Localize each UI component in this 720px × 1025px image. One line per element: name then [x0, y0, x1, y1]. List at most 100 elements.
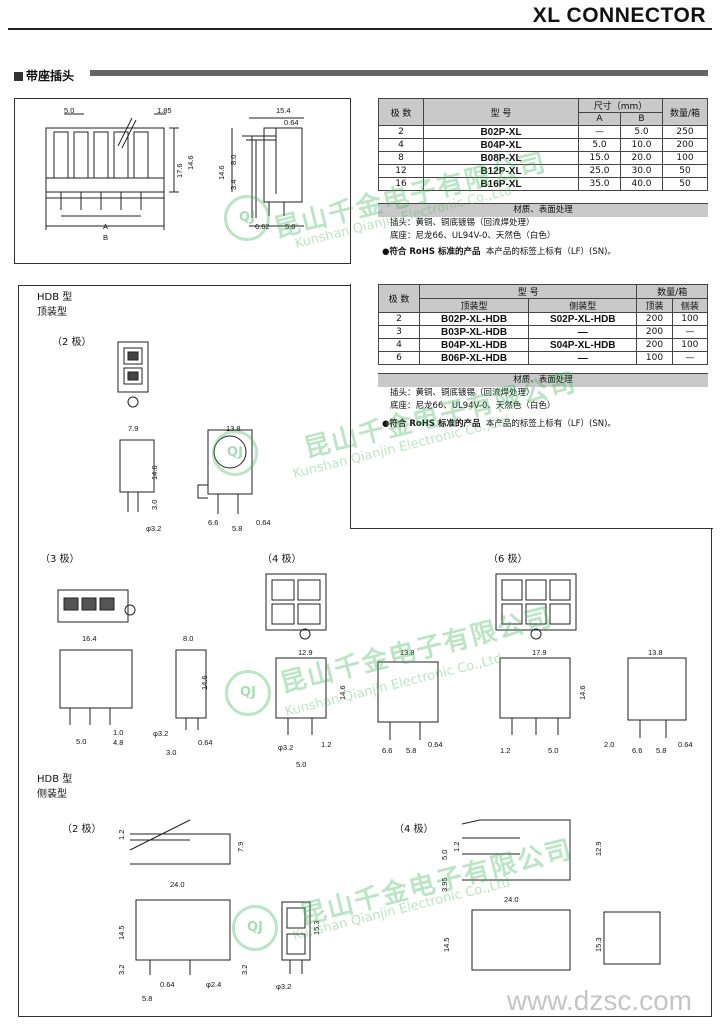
dim-0-64: 0.64 [284, 118, 299, 127]
cell-top: B03P-XL-HDB [418, 325, 530, 339]
cell-qside: — [671, 351, 709, 365]
page-title: XL CONNECTOR [532, 4, 706, 27]
cell-b: 10.0 [619, 138, 664, 152]
dim-5-8-2p: 5.8 [232, 524, 243, 533]
dim-5-8-6p: 5.8 [656, 746, 667, 755]
th-side: 侧装型 [528, 298, 638, 313]
dim-5-0-3p: 5.0 [76, 737, 87, 746]
cell-poles: 4 [378, 338, 420, 352]
dim-14-6-6p: 14.6 [578, 685, 587, 700]
th-qty: 数量/箱 [636, 284, 708, 299]
dim-5-0-4p: 5.0 [296, 760, 307, 769]
cell-a: — [578, 125, 621, 139]
cell-poles: 6 [378, 351, 420, 365]
cell-poles: 2 [378, 125, 424, 139]
dim-1-85: 1.85 [157, 106, 172, 115]
dim-7-9: 7.9 [128, 424, 139, 433]
material-base: 底座：尼龙66、UL94V-0、天然色（白色） [390, 231, 556, 241]
dim-1-0-3p: 1.0 [113, 728, 124, 737]
th-qside: 侧装 [671, 298, 709, 313]
dim-17-6: 17.6 [175, 163, 184, 178]
dim-3-2-s2: 3.2 [117, 964, 126, 975]
rohs-bullet: ●符合 RoHS 标准的产品 [382, 247, 481, 257]
rohs-bullet: ●符合 RoHS 标准的产品 [382, 419, 481, 429]
cell-poles: 2 [378, 312, 420, 326]
cell-qty: 50 [662, 164, 708, 178]
dim-3-0-2p: 3.0 [150, 499, 159, 510]
dim-12-9-s4: 12.9 [594, 841, 603, 856]
rohs-text: 本产品的标签上标有（LF）(SN)。 [485, 247, 616, 257]
th-poles: 极 数 [378, 98, 424, 126]
dim-phi3-2-s2: φ3.2 [276, 982, 292, 991]
cell-model: B04P-XL [423, 138, 579, 152]
cell-qside: — [671, 325, 709, 339]
section-heading: 带座插头 [14, 67, 74, 84]
pole-label-4: （4 极） [262, 554, 302, 565]
dim-24-0-s4: 24.0 [504, 895, 519, 904]
watermark-logo-2: QJ [212, 430, 258, 476]
cell-side: S02P-XL-HDB [528, 312, 638, 326]
rohs-note-1: ●符合 RoHS 标准的产品 本产品的标签上标有（LF）(SN)。 [382, 245, 616, 257]
dim-0-64-6p: 0.64 [678, 740, 693, 749]
hdb-top-heading: HDB 型顶装型 [37, 290, 72, 320]
dim-5-8: 5.8 [285, 222, 296, 231]
dim-14-6-side: 14.6 [217, 165, 226, 180]
cell-top: B04P-XL-HDB [418, 338, 530, 352]
cell-model: B16P-XL [423, 177, 579, 191]
cell-b: 40.0 [619, 177, 664, 191]
dim-6-6-2p: 6.6 [208, 518, 219, 527]
th-model: 型 号 [418, 284, 638, 299]
table-header-row: 极 数 型 号 数量/箱 [378, 284, 708, 313]
cell-a: 5.0 [578, 138, 621, 152]
section-label: 带座插头 [26, 69, 75, 83]
cell-a: 15.0 [578, 151, 621, 165]
table-subheader-row: 顶装型 侧装型 顶装 侧装 [379, 298, 709, 313]
watermark-logo-4: QJ [232, 905, 278, 951]
table-header-row: 极 数 型 号 尺寸（mm） 数量/箱 [378, 98, 708, 126]
th-a: A [578, 112, 621, 126]
dim-phi2-4-s2: φ2.4 [206, 980, 222, 989]
material-base: 底座：尼龙66、UL94V-0、天然色（白色） [390, 401, 556, 411]
cell-side: S04P-XL-HDB [528, 338, 638, 352]
hdb-side-line2: 侧装型 [37, 789, 67, 800]
material-heading: 材质、表面处理 [378, 203, 708, 217]
cell-top: B06P-XL-HDB [418, 351, 530, 365]
cell-model: B02P-XL [423, 125, 579, 139]
dim-1-2-s4: 1.2 [452, 841, 461, 852]
hdb-side-heading: HDB 型侧装型 [37, 772, 72, 802]
th-dims: 尺寸（mm） [578, 98, 663, 113]
cell-b: 5.0 [619, 125, 664, 139]
hdb-top-line1: HDB 型 [37, 292, 73, 303]
cell-qside: 100 [671, 338, 709, 352]
dim-7-9-s2: 7.9 [236, 841, 245, 852]
dim-16-4: 16.4 [82, 634, 97, 643]
cell-side: — [528, 351, 638, 365]
dim-13-8-4p: 13.8 [400, 648, 415, 657]
cell-a: 35.0 [578, 177, 621, 191]
dim-14-5-s4: 14.5 [442, 937, 451, 952]
side-pole-label-2: （2 极） [62, 824, 102, 835]
dim-14-5-s2: 14.5 [117, 925, 126, 940]
xl-drawing-box [14, 98, 351, 264]
dim-1-2-4p: 1.2 [321, 740, 332, 749]
material-pin: 插头：黄铜、铜底镀锡（回流焊处理） [390, 388, 535, 398]
dim-0-64-4p: 0.64 [428, 740, 443, 749]
dim-0-64-3p: 0.64 [198, 738, 213, 747]
dim-5-8-4p: 5.8 [406, 746, 417, 755]
xl-connector-drawing [14, 98, 349, 262]
site-watermark: www.dzsc.com [506, 985, 692, 1016]
dim-15-4: 15.4 [276, 106, 291, 115]
cell-poles: 4 [378, 138, 424, 152]
cell-qty: 200 [662, 138, 708, 152]
dim-17-9: 17.9 [532, 648, 547, 657]
side-pole-label-4: （4 极） [394, 824, 434, 835]
section-bar [90, 70, 708, 76]
dim-14-6-2p: 14.6 [150, 465, 159, 480]
dim-phi3-2-4p: φ3.2 [278, 743, 294, 752]
